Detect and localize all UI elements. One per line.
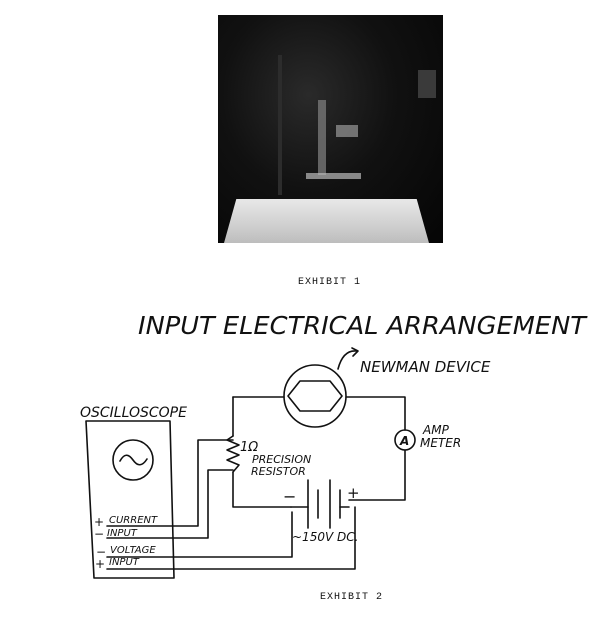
precision-resistor xyxy=(226,435,240,473)
newman-device-hexagon xyxy=(287,380,343,412)
right-wire xyxy=(348,449,406,501)
photo-dark-post xyxy=(278,55,282,195)
newman-device-label: NEWMAN DEVICE xyxy=(360,358,491,376)
current-input-label: CURRENT xyxy=(109,515,158,526)
battery-plus: + xyxy=(347,484,360,502)
battery-minus: − xyxy=(283,487,296,506)
left-wire-bottom xyxy=(232,471,292,508)
photo-background-window xyxy=(418,70,436,98)
voltage-input-plus: + xyxy=(95,557,105,571)
current-input-minus: − xyxy=(94,527,104,541)
ammeter-label: AMP xyxy=(422,423,450,437)
voltage-input-label: INPUT xyxy=(109,557,140,568)
exhibit-2-caption: EXHIBIT 2 xyxy=(320,592,384,603)
newman-device xyxy=(283,364,347,428)
voltage-input-minus: − xyxy=(96,545,106,559)
supply-voltage-label: ~150V DC. xyxy=(292,530,358,544)
voltage-input-return-wire xyxy=(106,506,356,570)
current-input-wire xyxy=(106,439,234,527)
oscilloscope-screen xyxy=(112,439,154,481)
current-input-return-wire xyxy=(106,469,234,539)
ammeter-label: METER xyxy=(420,436,461,450)
photo-device-highlight xyxy=(318,100,326,175)
resistor-value: 1Ω xyxy=(240,440,258,455)
exhibit-1-caption: EXHIBIT 1 xyxy=(298,277,362,288)
voltage-input-wire xyxy=(106,511,293,558)
resistor-label: RESISTOR xyxy=(251,465,306,478)
ammeter xyxy=(394,429,416,451)
diagram-title: INPUT ELECTRICAL ARRANGEMENT xyxy=(138,311,588,340)
oscilloscope xyxy=(85,420,175,579)
oscilloscope-label: OSCILLOSCOPE xyxy=(80,405,187,421)
ammeter-symbol: A xyxy=(399,434,409,448)
waveform-trace xyxy=(119,454,148,466)
device-pointer-arrow xyxy=(337,350,357,370)
device-pointer-arrowhead xyxy=(351,347,359,357)
exhibit-1-photo xyxy=(218,15,443,243)
current-input-label: INPUT xyxy=(107,528,138,539)
voltage-input-label: VOLTAGE xyxy=(110,545,156,556)
top-wire-right xyxy=(345,396,406,431)
resistor-label: PRECISION xyxy=(252,453,311,466)
photo-base-slab xyxy=(224,199,429,243)
photo-device-highlight xyxy=(306,173,361,179)
current-input-plus: + xyxy=(94,515,104,529)
photo-device-highlight xyxy=(336,125,358,137)
